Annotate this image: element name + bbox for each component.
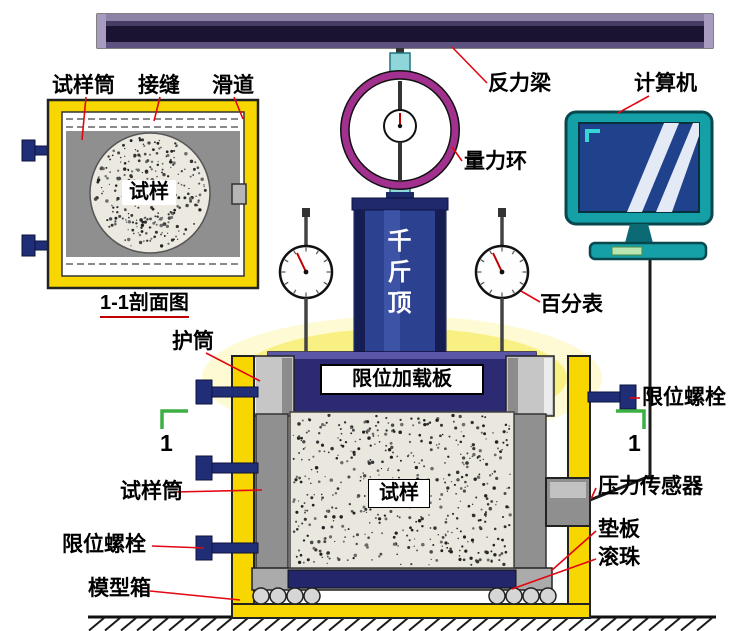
label-backing-plate: 垫板 (598, 518, 640, 541)
proving-ring-shape (340, 70, 460, 190)
keyboard-base (588, 241, 708, 261)
label-specimen-tube-bottom: 试样筒 (120, 480, 183, 503)
label-specimen-main: 试样 (368, 479, 430, 508)
label-proving-ring: 量力环 (464, 150, 527, 173)
reaction-beam-shape (96, 13, 714, 49)
computer-cable (589, 258, 652, 502)
label-section-view: 1-1剖面图 (100, 292, 189, 318)
label-casing: 护筒 (172, 330, 214, 353)
beam-rod (396, 48, 404, 54)
casing-right-shape (505, 355, 555, 417)
dial-gauge-right-shape (474, 208, 530, 352)
ring-top-connector (389, 52, 411, 73)
label-rollers: 滚珠 (598, 546, 640, 569)
label-specimen-tube-top: 试样筒 (52, 74, 115, 97)
specimen-tube-wall-left (255, 413, 289, 573)
pressure-sensor-shape (545, 477, 591, 527)
label-pressure-sensor: 压力传感器 (598, 475, 703, 498)
label-computer: 计算机 (634, 72, 697, 95)
computer-shape (564, 110, 714, 502)
ground-hatching (88, 615, 716, 631)
label-dial-gauge: 百分表 (540, 293, 603, 316)
label-limit-bolt-left: 限位螺栓 (62, 533, 146, 556)
leader-lines (81, 46, 650, 601)
section-marks (160, 409, 646, 429)
dial-gauge-left-shape (278, 208, 334, 352)
section-port (231, 183, 247, 205)
monitor-stand (625, 224, 653, 243)
label-limit-bolt-right: 限位螺栓 (642, 386, 726, 409)
section-mark-1-left: 1 (160, 430, 173, 456)
label-limit-loading-plate: 限位加载板 (320, 364, 484, 395)
label-specimen-section: 试样 (122, 180, 176, 205)
label-slide-way: 滑道 (212, 74, 254, 97)
bottom-plate-shape (287, 569, 517, 589)
specimen-tube-wall-right (513, 413, 547, 573)
label-jack: 千斤顶 (387, 228, 412, 318)
section-mark-1-right: 1 (628, 430, 641, 456)
limit-bolts (21, 139, 637, 561)
label-model-box: 模型箱 (88, 577, 151, 600)
jack-shape (351, 192, 449, 355)
label-reaction-beam: 反力梁 (488, 72, 551, 95)
label-joint: 接缝 (138, 74, 180, 97)
